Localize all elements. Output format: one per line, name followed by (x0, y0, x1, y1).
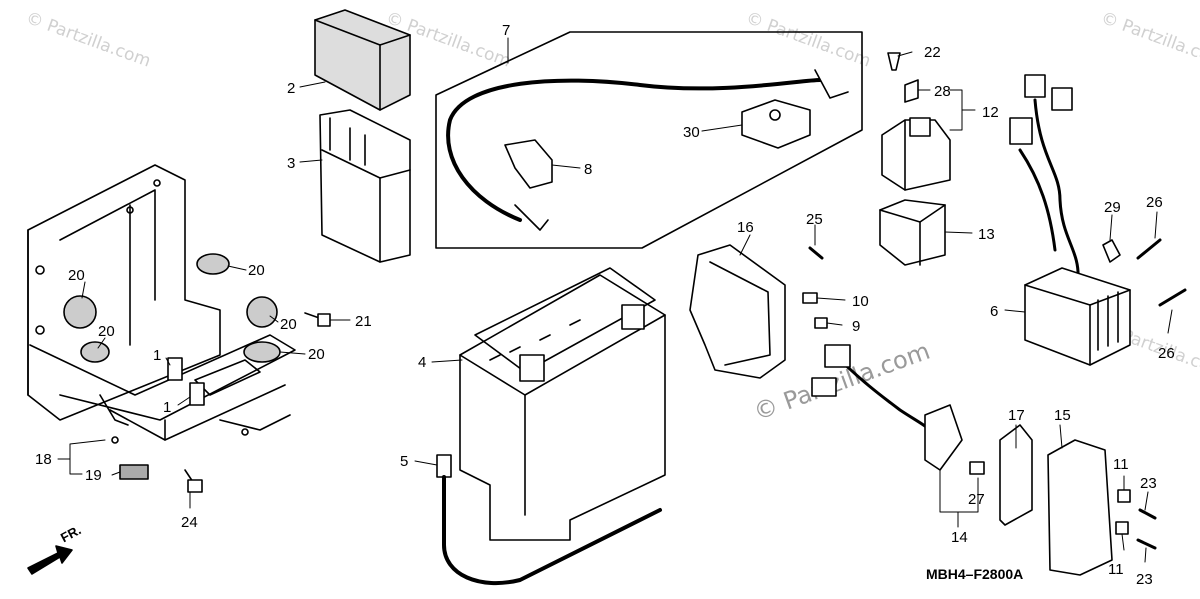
callout-27: 27 (968, 491, 985, 508)
screw-22 (887, 52, 901, 71)
plate-17 (999, 424, 1033, 526)
fuse-box-cover (314, 9, 411, 111)
callout-17: 17 (1008, 407, 1025, 424)
breather-tube (436, 454, 662, 586)
fuse-27 (969, 461, 985, 475)
clip (1102, 239, 1121, 263)
callout-2: 2 (287, 80, 295, 97)
wire-harness-6 (1009, 74, 1080, 282)
terminal-cover-30 (741, 99, 811, 149)
callout-20: 20 (68, 267, 85, 284)
callout-20: 20 (248, 262, 265, 279)
callout-22: 22 (924, 44, 941, 61)
callout-19: 19 (85, 467, 102, 484)
bolt-25 (808, 246, 824, 260)
callout-25: 25 (806, 211, 823, 228)
cover-15 (1047, 439, 1113, 576)
callout-13: 13 (978, 226, 995, 243)
nut-11 (1115, 521, 1129, 535)
callout-24: 24 (181, 514, 198, 531)
battery-box-frame (27, 164, 296, 444)
battery (459, 267, 666, 541)
terminal-cover (504, 139, 553, 189)
callout-10: 10 (852, 293, 869, 310)
callout-21: 21 (355, 313, 372, 330)
callout-30: 30 (683, 124, 700, 141)
rubber-grommet (63, 253, 281, 363)
callout-26: 26 (1158, 345, 1175, 362)
leader-lines (57, 37, 1173, 563)
bolt-26 (1136, 238, 1162, 260)
callout-1: 1 (153, 347, 161, 364)
battery-cable (446, 78, 822, 222)
callout-20: 20 (308, 346, 325, 363)
sub-harness (811, 344, 963, 471)
callout-14: 14 (951, 529, 968, 546)
callout-4: 4 (418, 354, 426, 371)
bolt-24 (184, 469, 203, 493)
callout-11: 11 (1113, 456, 1129, 473)
fuse-10 (802, 292, 818, 304)
callout-5: 5 (400, 453, 408, 470)
fuse-box (319, 109, 411, 263)
rubber-pad (119, 464, 149, 480)
callout-11: 11 (1108, 561, 1124, 578)
bolt-23 (1138, 508, 1157, 520)
callout-6: 6 (990, 303, 998, 320)
callout-16: 16 (737, 219, 754, 236)
callout-20: 20 (98, 323, 115, 340)
bolt-23 (1136, 538, 1157, 550)
callout-20: 20 (280, 316, 297, 333)
callout-8: 8 (584, 161, 592, 178)
callout-7: 7 (502, 22, 510, 39)
callout-18: 18 (35, 451, 52, 468)
regulator-rectifier (1024, 267, 1131, 366)
tool-case (689, 244, 786, 379)
bolt-21 (304, 312, 331, 327)
callout-29: 29 (1104, 199, 1121, 216)
callout-9: 9 (852, 318, 860, 335)
wire-group-outline (435, 31, 863, 249)
callout-26: 26 (1146, 194, 1163, 211)
fuse-9 (814, 317, 828, 329)
diagram-code: MBH4–F2800A (926, 566, 1024, 582)
callout-23: 23 (1140, 475, 1157, 492)
front-direction-arrow (27, 545, 73, 575)
relay-cover (879, 199, 946, 266)
callout-1: 1 (163, 399, 171, 416)
bolt-26 (1158, 288, 1187, 307)
fuse-28 (904, 79, 919, 103)
callout-3: 3 (287, 155, 295, 172)
callout-labels: 1 1 2 3 4 5 6 7 8 9 10 11 11 12 13 14 15… (35, 22, 1175, 588)
callout-12: 12 (982, 104, 999, 121)
starter-relay (881, 117, 951, 191)
nut-11 (1117, 489, 1131, 503)
callout-15: 15 (1054, 407, 1071, 424)
callout-28: 28 (934, 83, 951, 100)
callout-23: 23 (1136, 571, 1153, 588)
